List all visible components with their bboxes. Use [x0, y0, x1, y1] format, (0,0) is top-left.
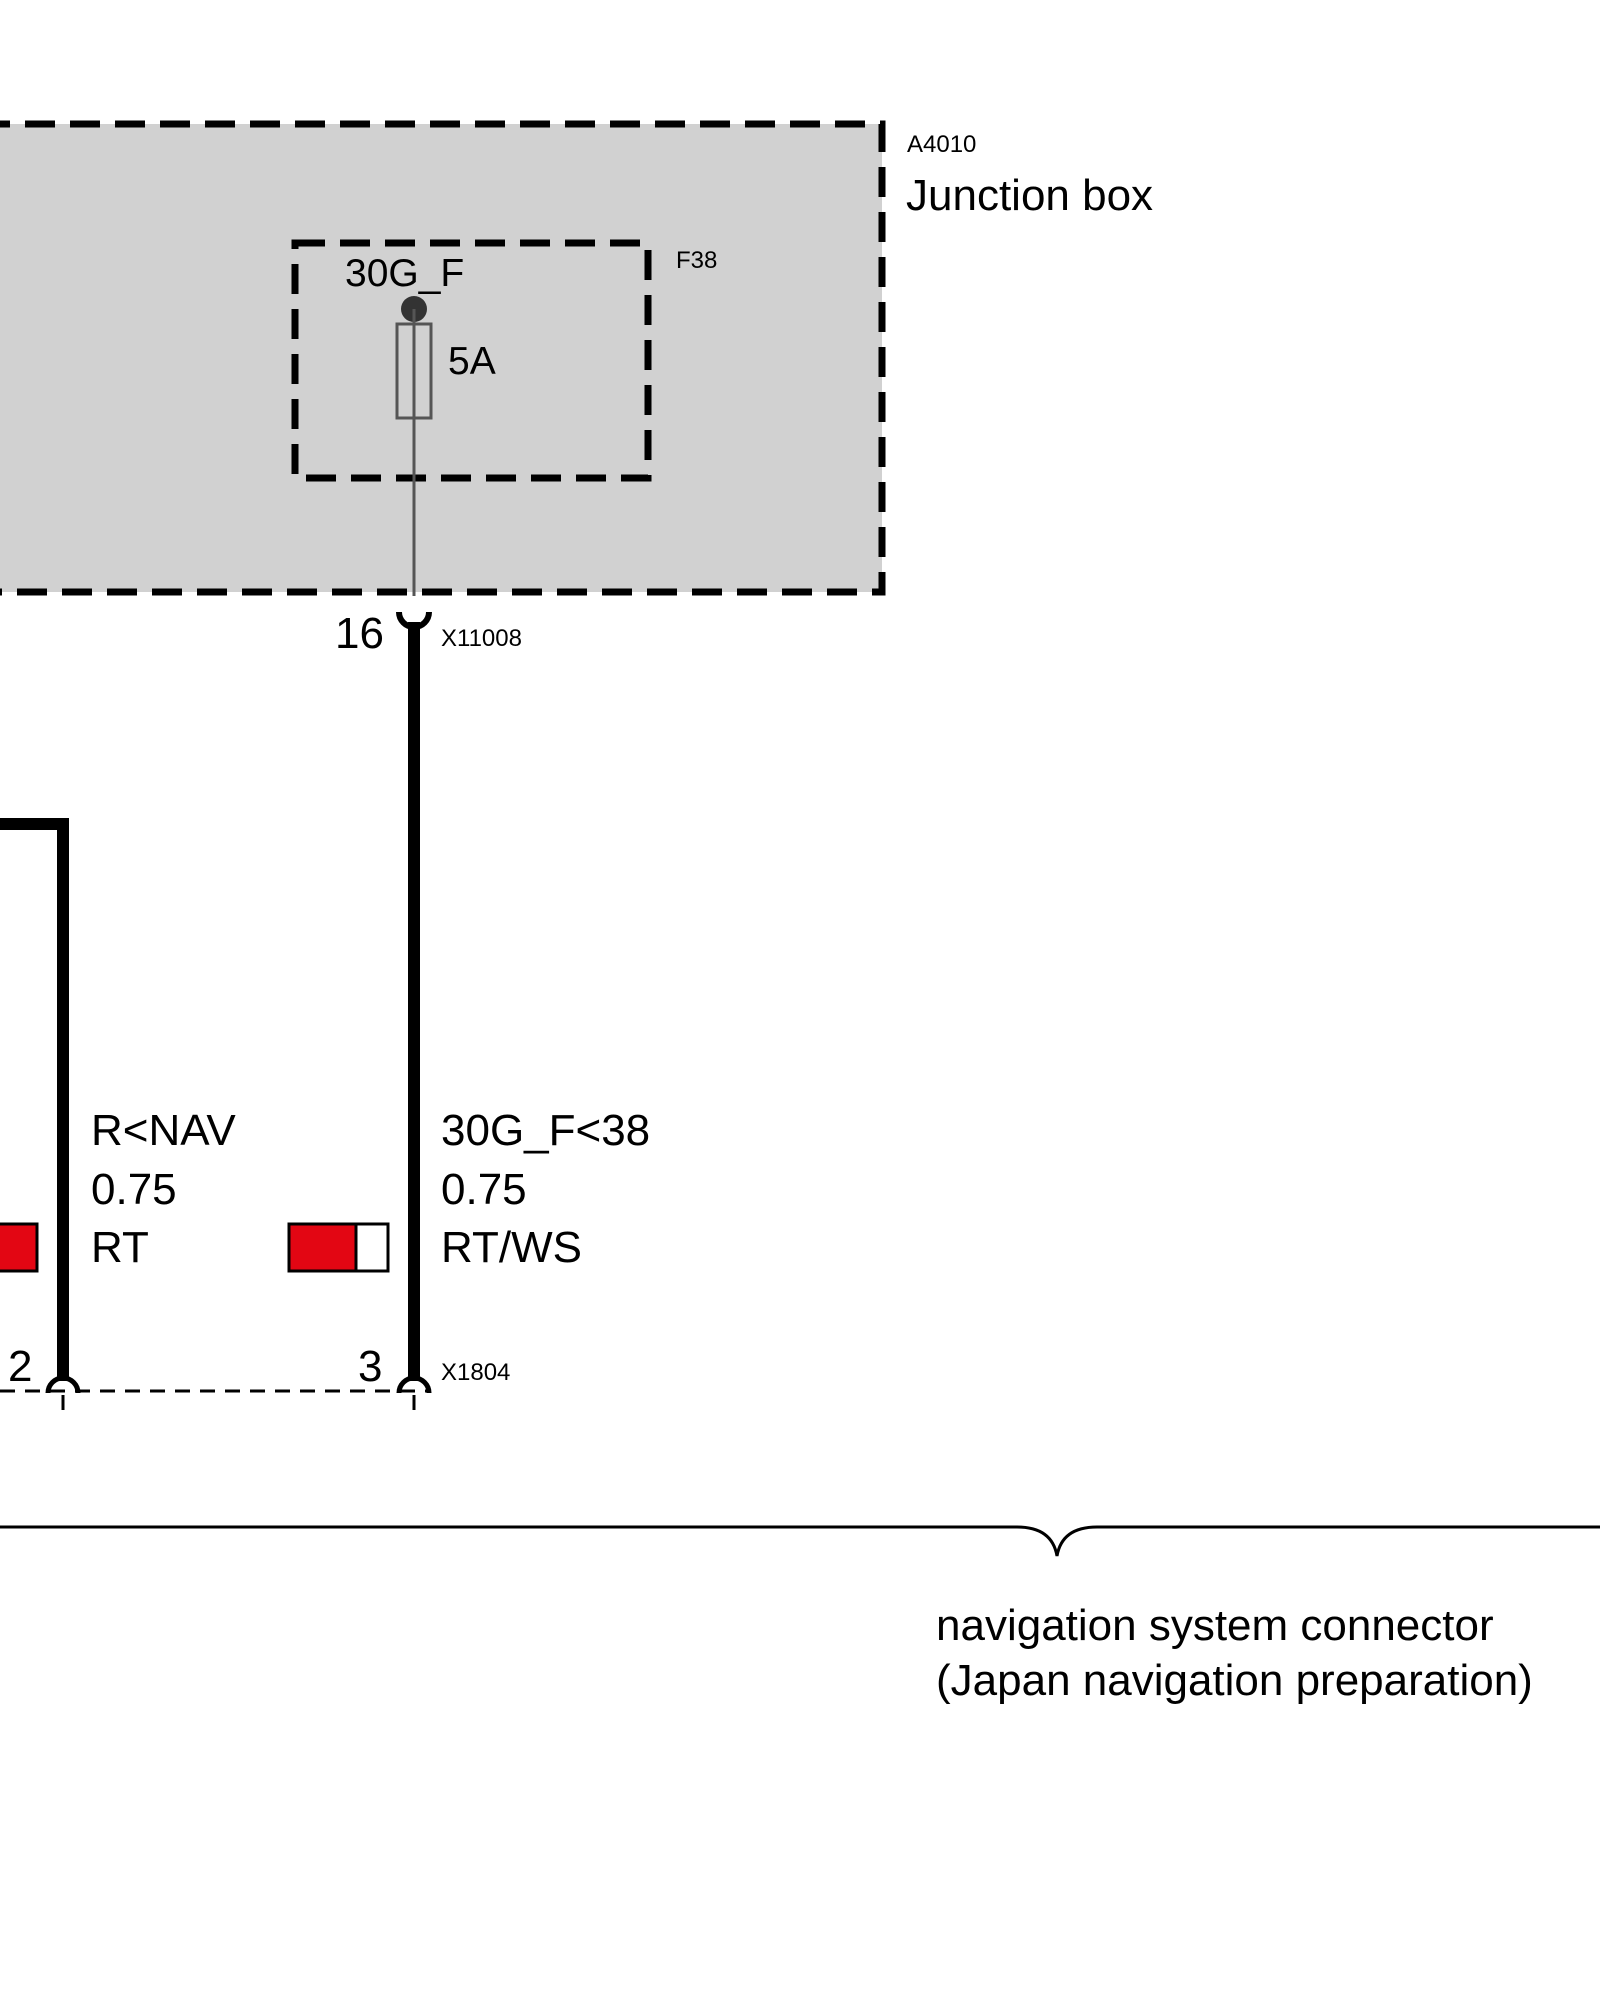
wire-30g-f-38-swatch-white	[354, 1222, 390, 1273]
fuse-rating: 5A	[448, 340, 496, 383]
wire-30g-f-38-color-code: RT/WS	[441, 1223, 582, 1272]
wire-r-nav-gauge: 0.75	[91, 1165, 177, 1214]
connector-x1804: 2 3 X1804	[0, 1342, 510, 1410]
wire-30g-f-38-swatch-red	[287, 1222, 358, 1273]
connector-x1804-pin-3: 3	[358, 1342, 382, 1391]
connector-x11008-pin: 16	[335, 609, 384, 658]
connector-x11008-id: X11008	[441, 625, 522, 652]
junction-box-name: Junction box	[906, 171, 1153, 220]
connector-x1804-pin-2-symbol	[45, 1375, 81, 1394]
junction-box-body	[0, 120, 886, 596]
fuse-terminal-label: 30G_F	[345, 252, 464, 295]
connector-x1804-id: X1804	[441, 1359, 510, 1386]
fuse-holder-frame	[291, 239, 652, 482]
connector-x11008: 16 X11008	[335, 609, 522, 658]
wire-r-nav-line	[0, 818, 69, 1381]
junction-box-id: A4010	[907, 131, 976, 158]
wire-r-nav-color-swatch	[0, 1222, 39, 1273]
connector-x1804-pin-3-symbol	[396, 1375, 432, 1394]
wire-30g-f-38-signal: 30G_F<38	[441, 1106, 650, 1155]
wire-30g-f-38-gauge: 0.75	[441, 1165, 527, 1214]
fuse-id: F38	[676, 247, 717, 274]
grouping-bracket: navigation system connector (Japan navig…	[0, 1525, 1600, 1705]
wire-30g-f-38-color-swatch	[287, 1222, 390, 1273]
fuse-holder: F38 30G_F 5A	[291, 239, 717, 596]
wire-30g-f-38: 30G_F<38 0.75 RT/WS	[287, 622, 650, 1381]
wire-r-nav: R<NAV 0.75 RT	[0, 818, 236, 1381]
curly-brace	[0, 1525, 1600, 1557]
wire-r-nav-signal: R<NAV	[91, 1106, 236, 1155]
junction-box: A4010 Junction box	[0, 120, 1153, 596]
bracket-caption-line2: (Japan navigation preparation)	[936, 1656, 1533, 1705]
connector-x1804-pin-2: 2	[8, 1342, 32, 1391]
wire-r-nav-color-code: RT	[91, 1223, 149, 1272]
bracket-caption-line1: navigation system connector	[936, 1601, 1494, 1650]
